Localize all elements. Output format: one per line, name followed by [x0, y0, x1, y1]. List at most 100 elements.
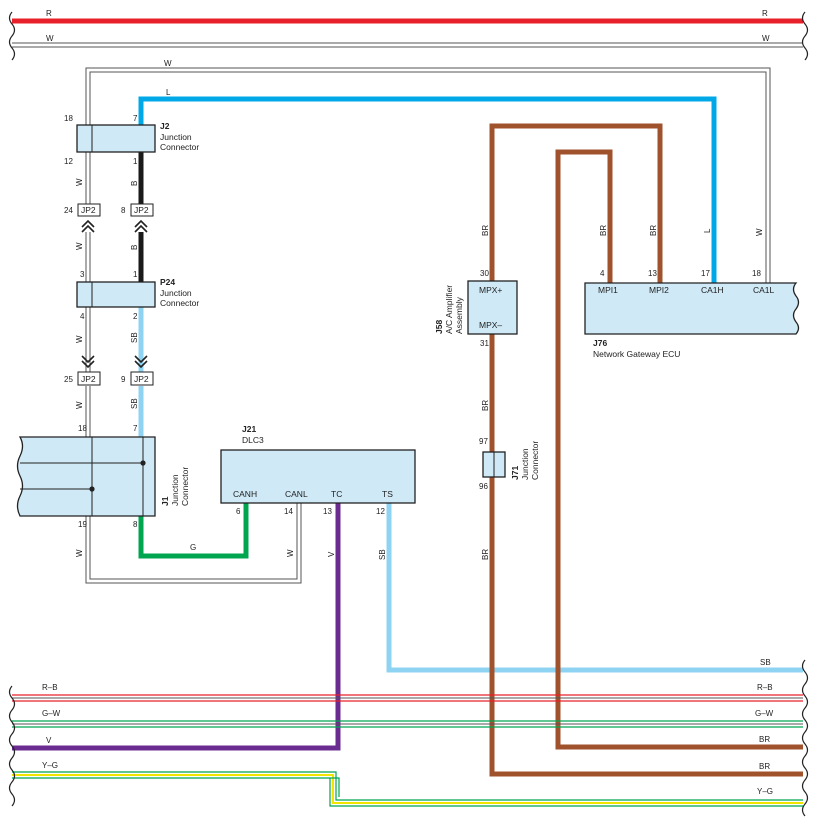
label-w-ecu: W	[755, 228, 764, 236]
label-br-2: BR	[599, 225, 608, 236]
j76-pin-17: 17	[701, 269, 710, 278]
connector-p24: 3 1 4 2 P24 Junction Connector	[76, 270, 199, 321]
j58-name-1: A/C Amplifier	[444, 285, 454, 334]
j21-term-ts: TS	[382, 489, 393, 499]
bus-label-rb-left: R–B	[42, 683, 58, 692]
p24-pin-tl: 3	[80, 270, 85, 279]
j2-pin-br: 1	[133, 157, 138, 166]
jp2b-label-left: JP2	[81, 374, 96, 384]
j71-code: J71	[510, 466, 520, 480]
j76-term-mpi2: MPI2	[649, 285, 669, 295]
p24-pin-bl: 4	[80, 312, 85, 321]
p24-pin-br: 2	[133, 312, 138, 321]
bus-label-br-2: BR	[759, 762, 770, 771]
connector-j1: 18 7 19 8 J1 Junction Connector	[16, 424, 190, 529]
label-b-2: B	[130, 245, 139, 250]
j71-name-2: Connector	[530, 441, 540, 480]
junction-jp2-a: JP2 JP2 24 8	[64, 203, 154, 233]
label-sb-ts: SB	[378, 549, 387, 560]
jp2a-pin-r: 8	[121, 206, 126, 215]
connector-j71: 97 96 J71 Junction Connector	[479, 437, 540, 491]
j2-pin-tl: 18	[64, 114, 73, 123]
bus-label-w-right: W	[762, 34, 770, 43]
j1-code: J1	[160, 496, 170, 506]
j21-pin-14: 14	[284, 507, 293, 516]
bus-label-v: V	[46, 736, 52, 745]
break-marks-top	[8, 11, 809, 61]
bus-wire-r: R R	[12, 9, 803, 24]
bus-label-w-left: W	[46, 34, 54, 43]
j21-pin-6: 6	[236, 507, 241, 516]
connector-j2: 18 7 12 1 J2 Junction Connector	[64, 114, 199, 166]
label-l-right: L	[703, 228, 712, 233]
label-br-1: BR	[481, 225, 490, 236]
bus-labels-misc: V SB BR BR	[46, 658, 771, 771]
wire-br-labels: BR BR BR BR BR	[481, 225, 658, 560]
label-b-1: B	[130, 181, 139, 186]
j2-name-2: Connector	[160, 142, 199, 152]
j21-term-canl: CANL	[285, 489, 308, 499]
bus-label-r-right: R	[762, 9, 768, 18]
bus-wire-yg: Y–G Y–G	[12, 761, 803, 807]
label-g: G	[190, 543, 196, 552]
jp2b-pin-l: 25	[64, 375, 73, 384]
bus-label-br-1: BR	[759, 735, 770, 744]
bus-label-yg-right: Y–G	[757, 787, 773, 796]
bus-wire-gw: G–W G–W	[12, 709, 803, 728]
label-br-4: BR	[481, 400, 490, 411]
j76-term-ca1l: CA1L	[753, 285, 775, 295]
label-br-3: BR	[649, 225, 658, 236]
j58-pin-30: 30	[480, 269, 489, 278]
j1-pin-tr: 7	[133, 424, 138, 433]
connector-chevron-up-icon	[81, 219, 95, 233]
label-w-6: W	[286, 549, 295, 557]
label-w-1: W	[75, 178, 84, 186]
left-white-wires: W W W W W W	[75, 152, 302, 584]
j21-pin-12: 12	[376, 507, 385, 516]
j58-term-mpx-plus: MPX+	[479, 285, 502, 295]
j76-pin-4: 4	[600, 269, 605, 278]
label-v: V	[327, 551, 336, 557]
bus-label-gw-left: G–W	[42, 709, 61, 718]
bus-wire-rb: R–B R–B	[12, 683, 803, 702]
wire-w-ecu: W	[755, 228, 764, 236]
j76-pin-18: 18	[752, 269, 761, 278]
loop-label-w: W	[164, 59, 172, 68]
bus-label-yg-left: Y–G	[42, 761, 58, 770]
j58-code: J58	[434, 320, 444, 334]
label-sb-2: SB	[130, 398, 139, 409]
bus-label-r-left: R	[46, 9, 52, 18]
jp2a-label-right: JP2	[134, 205, 149, 215]
j21-term-canh: CANH	[233, 489, 257, 499]
wire-sb-ts: SB	[378, 503, 803, 673]
p24-code: P24	[160, 277, 175, 287]
wire-v: V	[12, 503, 341, 751]
white-loop-wire: W	[85, 59, 771, 283]
p24-pin-tr: 1	[133, 270, 138, 279]
bus-label-rb-right: R–B	[757, 683, 773, 692]
wire-g: G	[138, 503, 249, 559]
j71-name-1: Junction	[520, 448, 530, 480]
p24-name-2: Connector	[160, 298, 199, 308]
bus-label-sb: SB	[760, 658, 771, 667]
label-w-3: W	[75, 335, 84, 343]
j2-pin-tr: 7	[133, 114, 138, 123]
j21-code: J21	[242, 424, 256, 434]
j2-code: J2	[160, 121, 170, 131]
j76-term-ca1h: CA1H	[701, 285, 724, 295]
connector-chevron-up-icon	[134, 219, 148, 233]
jp2a-label-left: JP2	[81, 205, 96, 215]
j58-term-mpx-minus: MPX–	[479, 320, 502, 330]
j1-pin-tl: 18	[78, 424, 87, 433]
j58-pin-31: 31	[480, 339, 489, 348]
label-br-5: BR	[481, 549, 490, 560]
wire-l: L L	[138, 88, 717, 283]
j21-pin-13: 13	[323, 507, 332, 516]
jp2a-pin-l: 24	[64, 206, 73, 215]
j58-name-2: Assembly	[454, 296, 464, 334]
bus-label-gw-right: G–W	[755, 709, 774, 718]
bus-wire-w: W W	[12, 34, 803, 48]
j76-term-mpi1: MPI1	[598, 285, 618, 295]
connector-j76-gateway-ecu: MPI1 MPI2 CA1H CA1L 4 13 17 18 J76 Netwo…	[584, 269, 800, 359]
